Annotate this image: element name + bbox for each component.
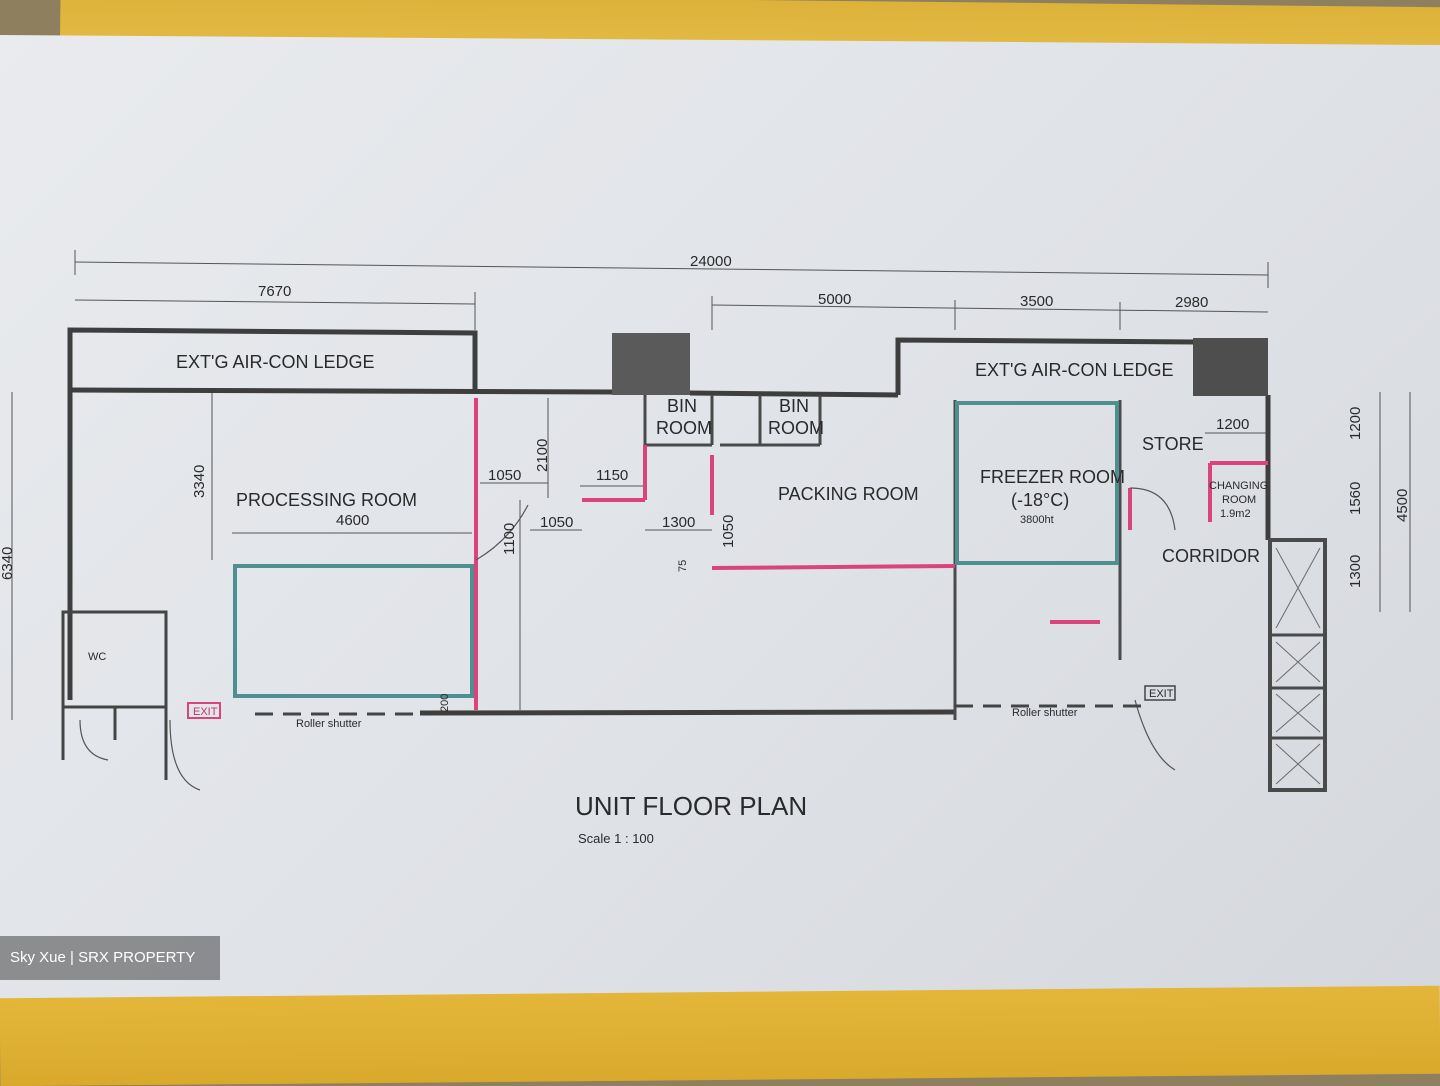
changing-room-a: CHANGING [1209,480,1268,492]
bin-room-2-a: BIN [779,396,809,416]
bin-room-2-b: ROOM [768,418,824,438]
dimension-lines [11,250,1411,720]
dim-right-b: 3500 [1020,293,1053,310]
exit-right-label: EXIT [1149,688,1174,700]
dim-right-a: 1200 [1347,407,1364,440]
plan-labels: 24000 7670 5000 3500 2980 6340 3340 4500… [0,253,1411,846]
dim-overall: 24000 [690,253,732,270]
plan-title: UNIT FLOOR PLAN [575,791,807,821]
corridor-label: CORRIDOR [1162,546,1260,566]
cold-room-partition [233,564,474,698]
freezer-partition [955,401,1119,565]
dim-left-inner: 3340 [191,465,208,498]
plan-scale: Scale 1 : 100 [578,831,654,846]
lift-crosses [1275,547,1321,785]
roller-shutter-left: Roller shutter [296,718,362,730]
roller-shutters [255,704,1145,716]
dim-75: 75 [677,560,689,572]
wc-label: WC [88,651,106,663]
watermark: Sky Xue | SRX PROPERTY [0,936,220,980]
dim-1150: 1150 [596,467,628,484]
roller-shutter-right: Roller shutter [1012,707,1078,719]
dim-right-c: 1300 [1347,555,1364,588]
exit-left-sign [187,702,221,719]
freezer-temp: (-18°C) [1011,490,1069,510]
inner-walls [643,395,1327,792]
exit-left-label: EXIT [193,706,218,718]
dim-1050b: 1050 [540,514,573,531]
dim-right-c: 2980 [1175,294,1208,311]
dim-4600: 4600 [336,512,369,529]
dim-1100: 1100 [501,523,518,555]
freezer-height: 3800ht [1020,514,1054,526]
packing-room-label: PACKING ROOM [778,484,919,504]
new-partitions [474,398,1268,710]
wc-block [61,610,168,780]
processing-room-label: PROCESSING ROOM [236,490,417,510]
dim-left-outer: 6340 [0,547,16,580]
dim-200: 200 [439,694,451,712]
bin-room-1-b: ROOM [656,418,712,438]
changing-room-area: 1.9m2 [1220,508,1251,520]
door-swings [79,487,1176,791]
freezer-room-label: FREEZER ROOM [980,467,1125,487]
ledge-left-label: EXT'G AIR-CON LEDGE [176,352,374,372]
dim-right-b: 1560 [1347,482,1364,515]
outer-walls [67,327,1271,716]
dim-1050a: 1050 [488,467,521,484]
changing-room-b: ROOM [1222,494,1256,506]
dim-1300: 1300 [662,514,695,531]
structural-columns [612,333,1268,396]
bin-room-1-a: BIN [667,396,697,416]
dim-left: 7670 [258,283,291,300]
ledge-right-label: EXT'G AIR-CON LEDGE [975,360,1173,380]
store-label: STORE [1142,434,1204,454]
dim-right-overall: 4500 [1394,489,1411,522]
dim-1200: 1200 [1216,416,1249,433]
dim-right-a: 5000 [818,291,851,308]
dim-2100: 2100 [534,439,551,472]
dim-1050c: 1050 [720,515,737,548]
exit-right-sign [1144,685,1176,701]
